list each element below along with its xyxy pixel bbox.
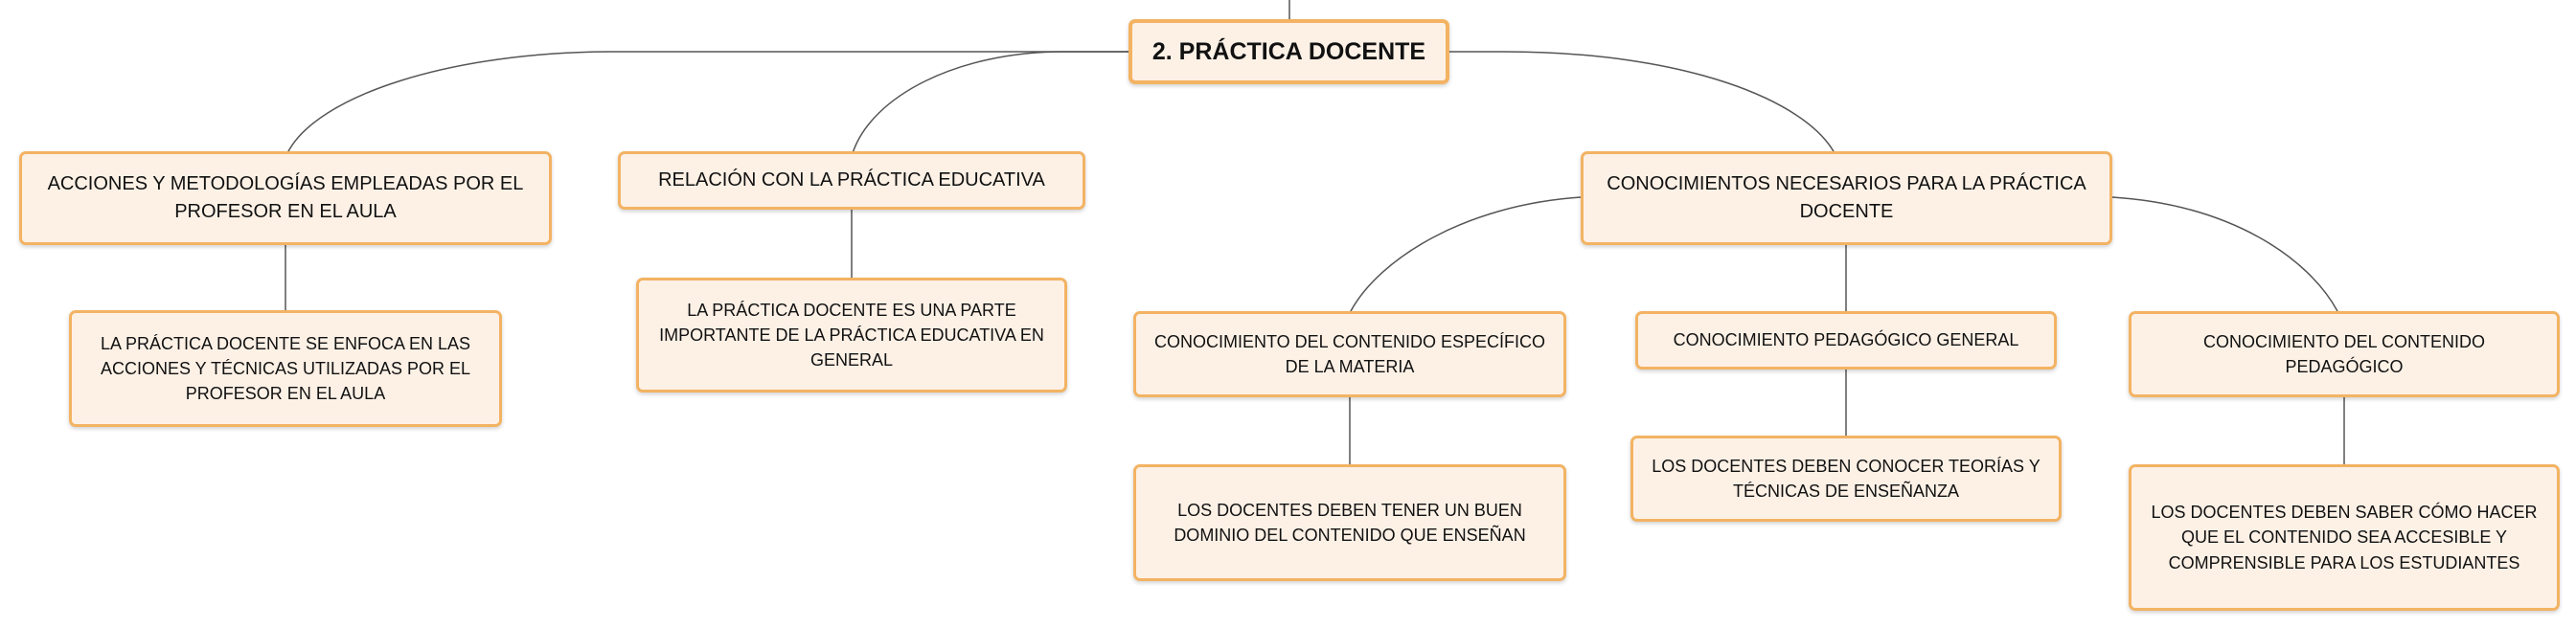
leaf-node-contenido-especifico[interactable]: LOS DOCENTES DEBEN TENER UN BUEN DOMINIO… (1133, 464, 1566, 581)
leaf-node-pedagogico-general[interactable]: LOS DOCENTES DEBEN CONOCER TEORÍAS Y TÉC… (1630, 436, 2062, 522)
leaf-node-acciones[interactable]: LA PRÁCTICA DOCENTE SE ENFOCA EN LAS ACC… (69, 310, 502, 427)
leaf-node-contenido-pedagogico[interactable]: LOS DOCENTES DEBEN SABER CÓMO HACER QUE … (2129, 464, 2560, 611)
leaf-node-relacion[interactable]: LA PRÁCTICA DOCENTE ES UNA PARTE IMPORTA… (636, 278, 1067, 392)
leaf-node-label: LA PRÁCTICA DOCENTE ES UNA PARTE IMPORTA… (659, 300, 1044, 370)
branch-node-label: RELACIÓN CON LA PRÁCTICA EDUCATIVA (658, 169, 1045, 191)
connector-root-branch-3 (1449, 51, 1835, 154)
subbranch-node-pedagogico-general[interactable]: CONOCIMIENTO PEDAGÓGICO GENERAL (1635, 311, 2057, 370)
leaf-node-label: LOS DOCENTES DEBEN SABER CÓMO HACER QUE … (2151, 503, 2538, 572)
subbranch-node-label: CONOCIMIENTO PEDAGÓGICO GENERAL (1673, 330, 2019, 350)
connector-root-branch-1 (286, 51, 1128, 154)
subbranch-node-label: CONOCIMIENTO DEL CONTENIDO PEDAGÓGICO (2202, 331, 2486, 376)
connector-root-branch-2 (852, 51, 1128, 154)
connector-branch-3-sub-1 (1350, 196, 1582, 312)
subbranch-node-contenido-especifico[interactable]: CONOCIMIENTO DEL CONTENIDO ESPECÍFICO DE… (1133, 311, 1566, 397)
subbranch-node-label: CONOCIMIENTO DEL CONTENIDO ESPECÍFICO DE… (1153, 331, 1546, 376)
leaf-node-label: LOS DOCENTES DEBEN TENER UN BUEN DOMINIO… (1174, 500, 1526, 545)
branch-node-label: CONOCIMIENTOS NECESARIOS PARA LA PRÁCTIC… (1607, 173, 2086, 222)
leaf-node-label: LA PRÁCTICA DOCENTE SE ENFOCA EN LAS ACC… (100, 333, 471, 404)
root-node-label: 2. PRÁCTICA DOCENTE (1151, 37, 1426, 65)
subbranch-node-contenido-pedagogico[interactable]: CONOCIMIENTO DEL CONTENIDO PEDAGÓGICO (2129, 311, 2560, 397)
leaf-node-label: LOS DOCENTES DEBEN CONOCER TEORÍAS Y TÉC… (1652, 456, 2040, 501)
branch-node-acciones[interactable]: ACCIONES Y METODOLOGÍAS EMPLEADAS POR EL… (19, 151, 552, 245)
branch-node-label: ACCIONES Y METODOLOGÍAS EMPLEADAS POR EL… (47, 173, 524, 222)
root-node[interactable]: 2. PRÁCTICA DOCENTE (1128, 19, 1449, 84)
branch-node-conocimientos[interactable]: CONOCIMIENTOS NECESARIOS PARA LA PRÁCTIC… (1581, 151, 2112, 245)
branch-node-relacion[interactable]: RELACIÓN CON LA PRÁCTICA EDUCATIVA (618, 151, 1085, 210)
connector-branch-3-sub-3 (2111, 196, 2338, 312)
